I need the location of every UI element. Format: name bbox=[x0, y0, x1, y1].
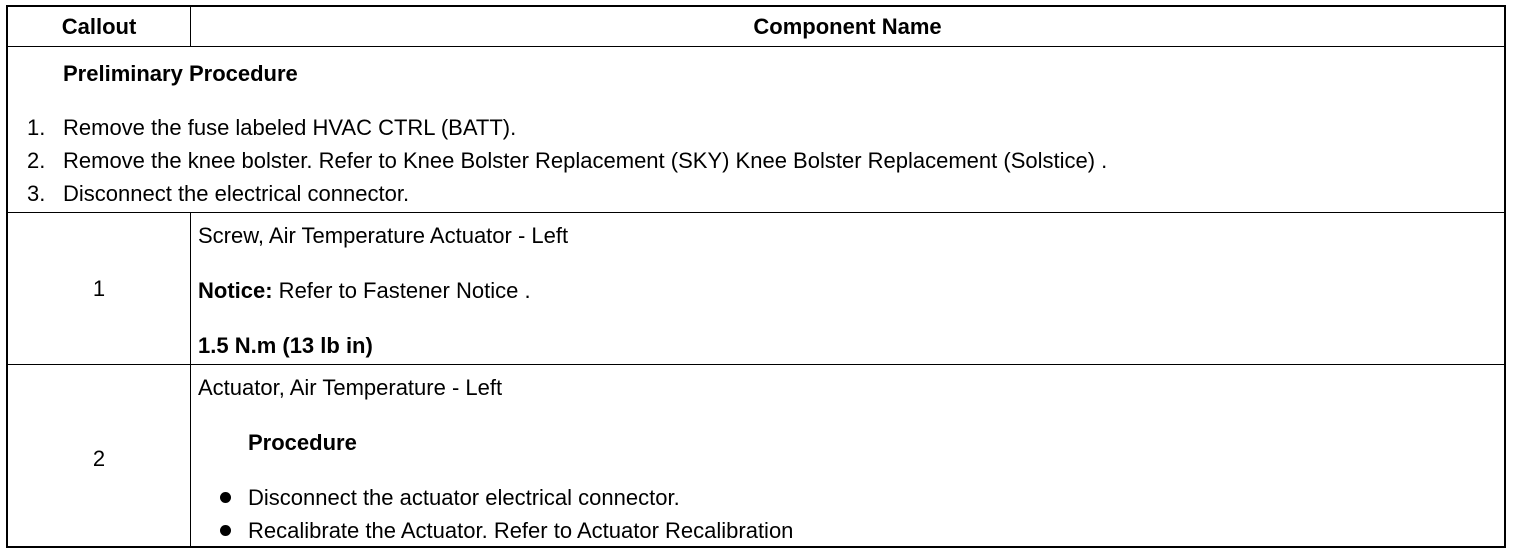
header-callout: Callout bbox=[8, 7, 191, 46]
step-number: 3. bbox=[27, 181, 46, 206]
step-text: Disconnect the electrical connector. bbox=[63, 181, 410, 206]
header-component-name: Component Name bbox=[753, 14, 942, 39]
torque-spec: 1.5 N.m (13 lb in) bbox=[198, 333, 373, 358]
component-table: Callout Component Name Preliminary Proce… bbox=[6, 5, 1506, 548]
step-text: Remove the knee bolster. Refer to Knee B… bbox=[63, 148, 1108, 173]
notice-text: Refer to Fastener Notice . bbox=[272, 278, 531, 303]
component-cell: Actuator, Air Temperature - Left Procedu… bbox=[191, 365, 1504, 546]
table-row: 1 Screw, Air Temperature Actuator - Left… bbox=[8, 213, 1504, 365]
notice-line: Notice: Refer to Fastener Notice . bbox=[198, 278, 531, 304]
bullet-icon bbox=[220, 525, 231, 536]
bullet-icon bbox=[220, 492, 231, 503]
preliminary-title: Preliminary Procedure bbox=[63, 61, 298, 86]
procedure-title: Procedure bbox=[248, 430, 357, 455]
preliminary-procedure: Preliminary Procedure 1. Remove the fuse… bbox=[8, 47, 1504, 213]
procedure-bullet: Recalibrate the Actuator. Refer to Actua… bbox=[248, 518, 794, 543]
procedure-bullet: Disconnect the actuator electrical conne… bbox=[248, 485, 680, 510]
table-row: 2 Actuator, Air Temperature - Left Proce… bbox=[8, 365, 1504, 546]
step-number: 1. bbox=[27, 115, 46, 140]
callout-number: 2 bbox=[92, 446, 106, 471]
callout-cell: 2 bbox=[8, 365, 191, 546]
callout-cell: 1 bbox=[8, 213, 191, 364]
component-name: Actuator, Air Temperature - Left bbox=[198, 375, 503, 400]
step-number: 2. bbox=[27, 148, 46, 173]
callout-number: 1 bbox=[92, 276, 106, 301]
step-text: Remove the fuse labeled HVAC CTRL (BATT)… bbox=[63, 115, 517, 140]
notice-label: Notice: bbox=[198, 278, 273, 303]
component-cell: Screw, Air Temperature Actuator - Left N… bbox=[191, 213, 1504, 364]
component-name: Screw, Air Temperature Actuator - Left bbox=[198, 223, 569, 248]
table-header: Callout Component Name bbox=[8, 7, 1504, 47]
